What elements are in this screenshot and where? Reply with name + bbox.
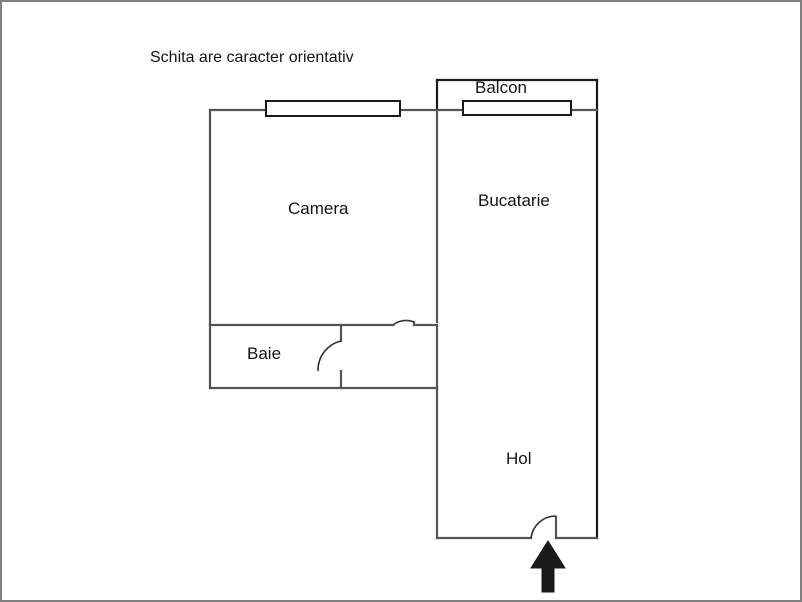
windows bbox=[265, 100, 572, 117]
baie-door-arc bbox=[317, 340, 342, 372]
interior-walls bbox=[208, 108, 599, 540]
plan-note: Schita are caracter orientativ bbox=[150, 49, 354, 66]
door-swings bbox=[317, 319, 557, 539]
room-label-balcon: Balcon bbox=[475, 78, 527, 97]
room-label-camera: Camera bbox=[288, 199, 349, 218]
camera-window bbox=[265, 100, 401, 117]
entrance-arrow bbox=[530, 540, 566, 593]
room-label-bucatarie: Bucatarie bbox=[478, 191, 550, 210]
exterior-walls bbox=[435, 78, 599, 540]
entrance-arrow-shape bbox=[530, 540, 566, 593]
entry-door-arc bbox=[530, 515, 557, 539]
room-label-baie: Baie bbox=[247, 344, 282, 363]
room-label-hol: Hol bbox=[506, 449, 532, 468]
balcon-window bbox=[462, 100, 572, 116]
camera-door-arc bbox=[392, 319, 415, 326]
